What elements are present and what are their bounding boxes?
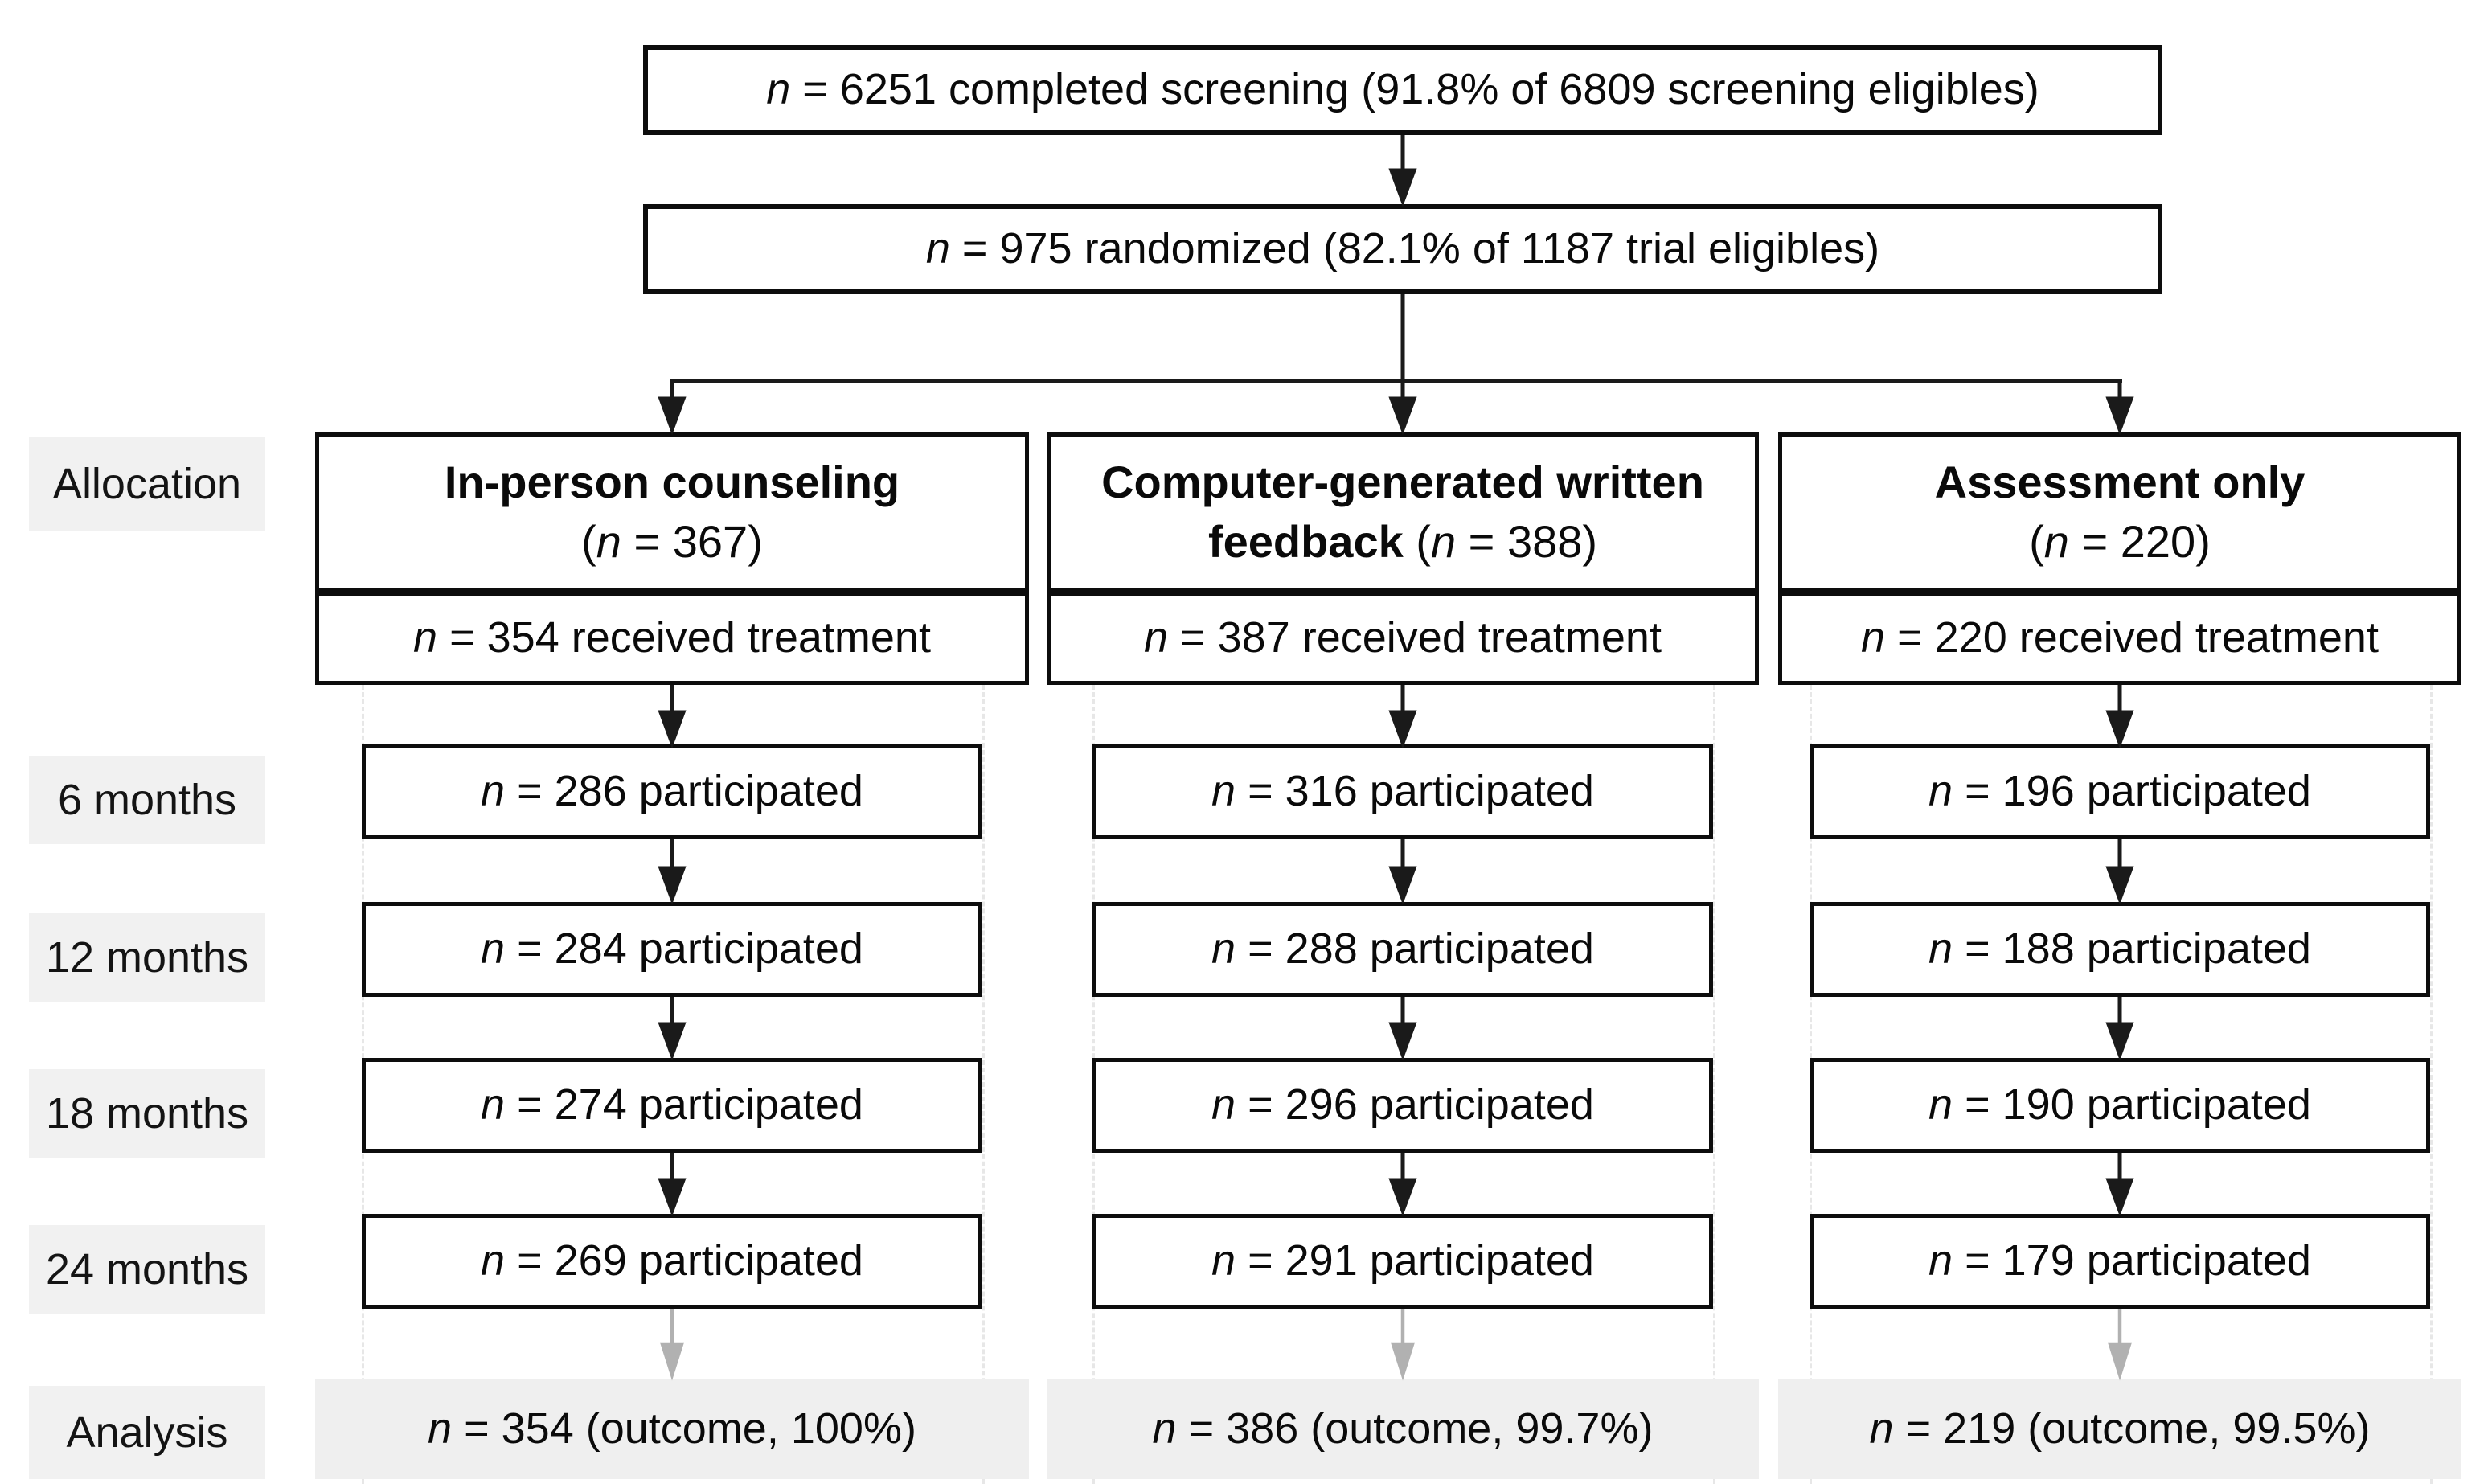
followup-18m-in-person: n = 274 participated xyxy=(362,1058,982,1153)
analysis-computer-feedback: n = 386 (outcome, 99.7%) xyxy=(1047,1379,1759,1479)
followup-24m-computer-feedback: n = 291 participated xyxy=(1092,1214,1713,1309)
randomized-text: n = 975 randomized (82.1% of 1187 trial … xyxy=(925,224,1880,273)
row-label-6-months: 6 months xyxy=(29,756,265,844)
followup-12m-computer-feedback: n = 288 participated xyxy=(1092,902,1713,997)
followup-18m-computer-feedback: n = 296 participated xyxy=(1092,1058,1713,1153)
followup-24m-in-person: n = 269 participated xyxy=(362,1214,982,1309)
followup-12m-in-person: n = 284 participated xyxy=(362,902,982,997)
row-label-analysis: Analysis xyxy=(29,1386,265,1479)
arm-received-assessment-only: n = 220 received treatment xyxy=(1778,592,2461,685)
arm-received-in-person: n = 354 received treatment xyxy=(315,592,1029,685)
followup-6m-computer-feedback: n = 316 participated xyxy=(1092,744,1713,839)
followup-6m-in-person: n = 286 participated xyxy=(362,744,982,839)
row-label-12-months: 12 months xyxy=(29,913,265,1002)
column-guide-line xyxy=(1713,685,1715,1484)
column-guide-line xyxy=(982,685,985,1484)
followup-18m-assessment-only: n = 190 participated xyxy=(1810,1058,2430,1153)
arm-header-in-person: In-person counseling (n = 367) xyxy=(315,432,1029,592)
randomized-box: n = 975 randomized (82.1% of 1187 trial … xyxy=(643,204,2162,294)
screening-box: n = 6251 completed screening (91.8% of 6… xyxy=(643,45,2162,135)
row-label-18-months: 18 months xyxy=(29,1069,265,1158)
followup-12m-assessment-only: n = 188 participated xyxy=(1810,902,2430,997)
row-label-24-months: 24 months xyxy=(29,1225,265,1314)
column-guide-line xyxy=(2430,685,2433,1484)
followup-6m-assessment-only: n = 196 participated xyxy=(1810,744,2430,839)
analysis-in-person: n = 354 (outcome, 100%) xyxy=(315,1379,1029,1479)
arm-header-assessment-only: Assessment only (n = 220) xyxy=(1778,432,2461,592)
followup-24m-assessment-only: n = 179 participated xyxy=(1810,1214,2430,1309)
analysis-assessment-only: n = 219 (outcome, 99.5%) xyxy=(1778,1379,2461,1479)
screening-text: n = 6251 completed screening (91.8% of 6… xyxy=(766,65,2039,114)
row-label-allocation: Allocation xyxy=(29,437,265,531)
arm-header-computer-feedback: Computer-generated written feedback (n =… xyxy=(1047,432,1759,592)
arm-received-computer-feedback: n = 387 received treatment xyxy=(1047,592,1759,685)
